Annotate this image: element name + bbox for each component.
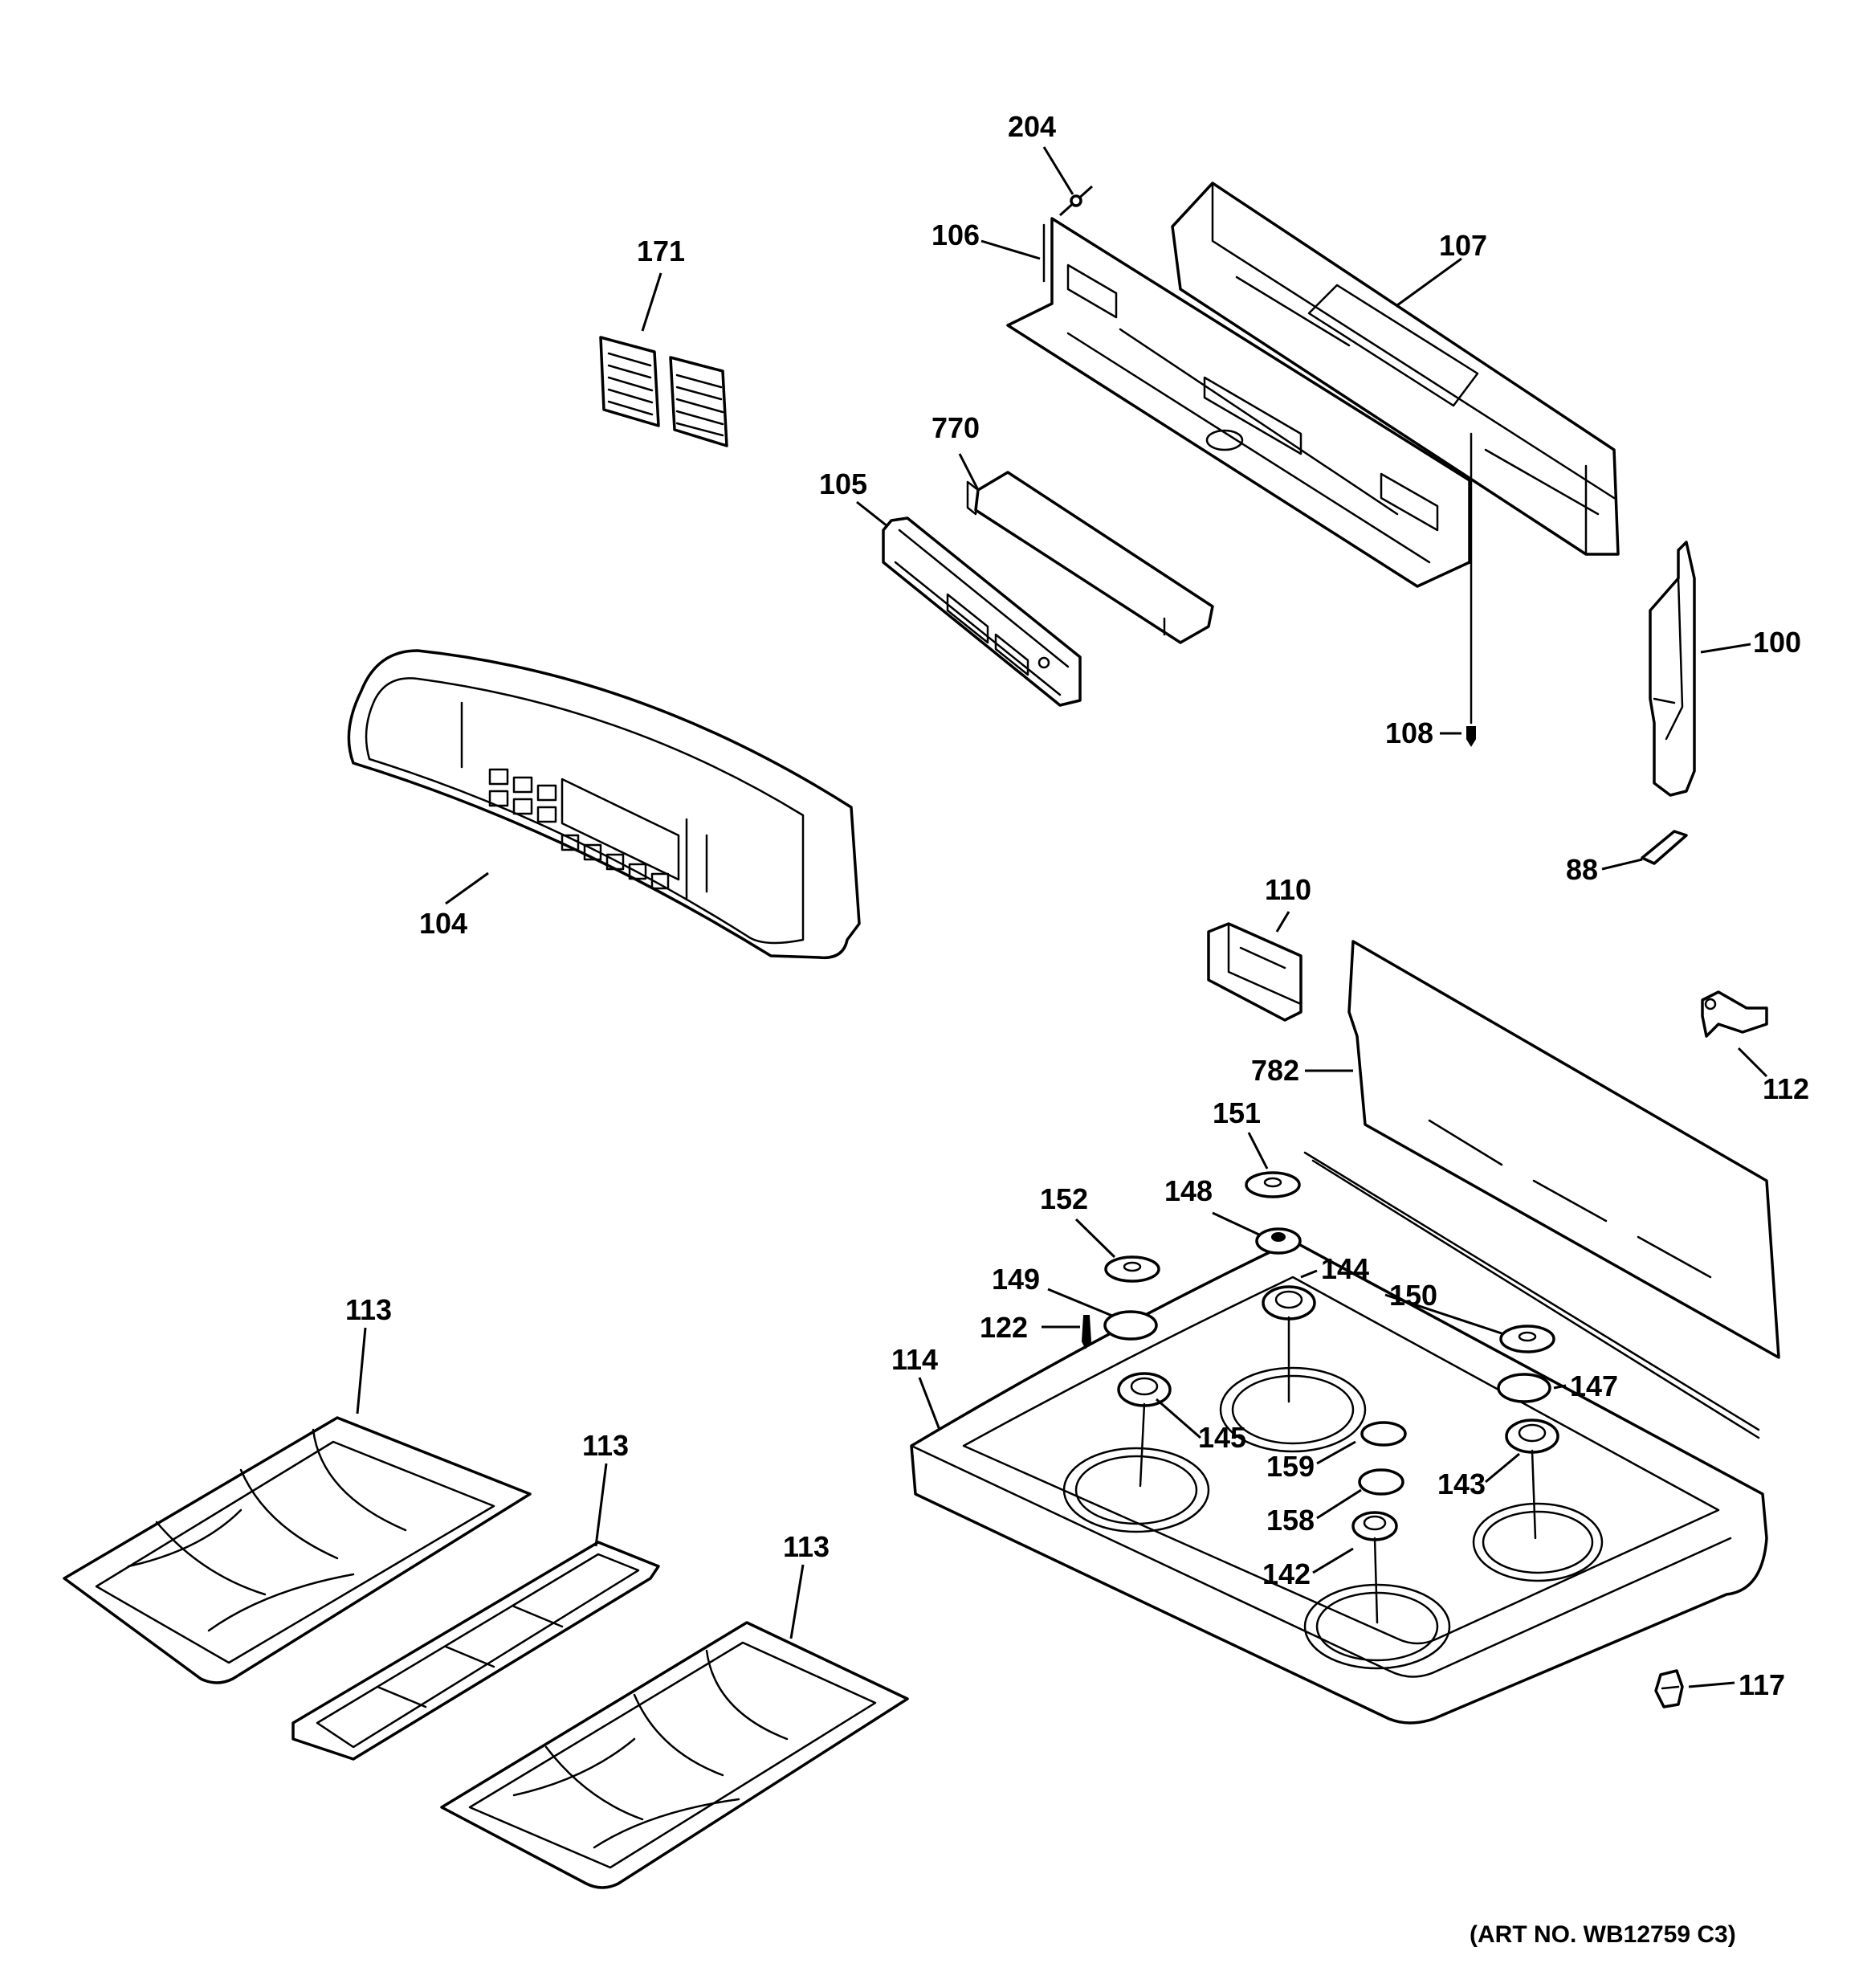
label-112: 112 [1763,1072,1809,1105]
part-204-screw [1058,185,1094,217]
part-108-screw [1466,432,1476,747]
label-100: 100 [1753,626,1801,659]
label-143: 143 [1437,1468,1486,1500]
part-112-valve [1701,990,1768,1038]
label-114: 114 [891,1343,938,1376]
label-149: 149 [992,1263,1040,1296]
part-122-screw [1081,1315,1092,1349]
label-108: 108 [1385,716,1433,749]
part-770-shield [966,471,1214,644]
part-113-center-grate [291,1541,660,1761]
art-number: (ART NO. WB12759 C3) [1470,1921,1736,1948]
label-110: 110 [1265,873,1311,906]
label-145: 145 [1198,1421,1246,1454]
label-152: 152 [1040,1182,1088,1215]
burner-caps [1103,1171,1555,1496]
label-88: 88 [1566,853,1598,886]
label-147: 147 [1570,1370,1618,1402]
label-148: 148 [1164,1174,1213,1207]
part-113-left-grate [63,1416,532,1684]
part-88-clip [1641,830,1688,865]
label-117: 117 [1739,1668,1785,1701]
label-105: 105 [819,467,867,500]
part-number-labels: 204 106 107 171 770 105 100 108 104 88 1… [345,110,1809,1948]
part-110-terminal-block [1207,922,1302,1022]
label-142: 142 [1262,1557,1311,1590]
part-171-vent-grille [599,336,728,447]
label-204: 204 [1008,110,1056,143]
part-106-control-bracket [1006,217,1471,588]
part-782-back-panel [1347,940,1780,1359]
part-105-control-board [882,516,1082,707]
label-122: 122 [980,1311,1028,1344]
label-107: 107 [1439,229,1487,262]
label-113-center: 113 [582,1429,629,1462]
label-113-right: 113 [783,1530,830,1563]
label-106: 106 [932,218,980,251]
label-151: 151 [1213,1096,1261,1129]
part-104-control-panel [347,649,861,960]
label-770: 770 [932,411,980,444]
leader-lines [356,146,1768,1688]
label-159: 159 [1266,1450,1315,1483]
part-100-side-trim [1649,541,1696,797]
label-150: 150 [1389,1279,1437,1312]
part-117-knob [1654,1669,1684,1708]
label-144: 144 [1321,1252,1369,1285]
burner-heads [1117,1285,1559,1624]
label-104: 104 [419,907,467,940]
part-114-cooktop [910,1151,1768,1725]
label-158: 158 [1266,1504,1315,1537]
label-782: 782 [1251,1054,1299,1087]
label-171: 171 [637,235,685,267]
part-113-right-grate [440,1621,909,1889]
part-107-rear-cover [1171,182,1620,556]
label-113-left: 113 [345,1293,392,1326]
